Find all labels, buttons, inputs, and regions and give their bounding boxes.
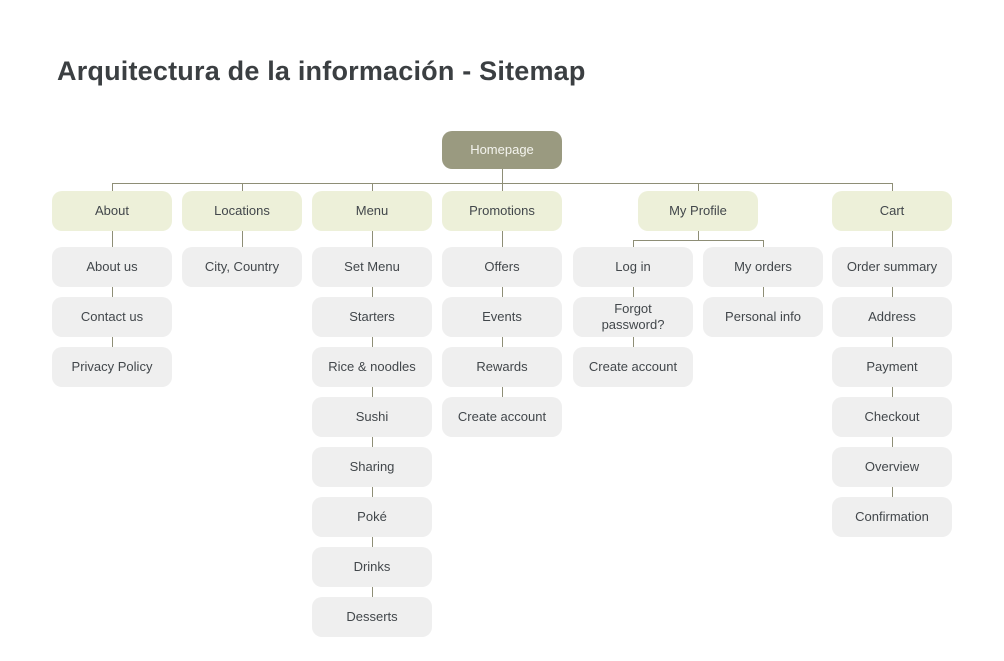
connector-myprofile-horizontal <box>633 240 764 241</box>
node-about-us: About us <box>52 247 172 287</box>
node-confirmation: Confirmation <box>832 497 952 537</box>
node-locations: Locations <box>182 191 302 231</box>
node-sushi: Sushi <box>312 397 432 437</box>
connector-root-stub <box>502 168 503 184</box>
node-poke: Poké <box>312 497 432 537</box>
node-create-account-promo: Create account <box>442 397 562 437</box>
node-checkout: Checkout <box>832 397 952 437</box>
node-offers: Offers <box>442 247 562 287</box>
node-my-profile: My Profile <box>638 191 758 231</box>
node-contact-us: Contact us <box>52 297 172 337</box>
node-forgot-password: Forgot password? <box>573 297 693 337</box>
node-privacy-policy: Privacy Policy <box>52 347 172 387</box>
node-cart: Cart <box>832 191 952 231</box>
node-rewards: Rewards <box>442 347 562 387</box>
node-set-menu: Set Menu <box>312 247 432 287</box>
node-starters: Starters <box>312 297 432 337</box>
node-desserts: Desserts <box>312 597 432 637</box>
node-payment: Payment <box>832 347 952 387</box>
node-promotions: Promotions <box>442 191 562 231</box>
node-menu: Menu <box>312 191 432 231</box>
node-log-in: Log in <box>573 247 693 287</box>
node-overview: Overview <box>832 447 952 487</box>
node-city-country: City, Country <box>182 247 302 287</box>
node-events: Events <box>442 297 562 337</box>
node-personal-info: Personal info <box>703 297 823 337</box>
node-create-account-profile: Create account <box>573 347 693 387</box>
node-drinks: Drinks <box>312 547 432 587</box>
node-homepage: Homepage <box>442 131 562 169</box>
node-rice-noodles: Rice & noodles <box>312 347 432 387</box>
node-my-orders: My orders <box>703 247 823 287</box>
diagram-title: Arquitectura de la información - Sitemap <box>57 56 586 86</box>
node-sharing: Sharing <box>312 447 432 487</box>
node-about: About <box>52 191 172 231</box>
node-order-summary: Order summary <box>832 247 952 287</box>
node-address: Address <box>832 297 952 337</box>
